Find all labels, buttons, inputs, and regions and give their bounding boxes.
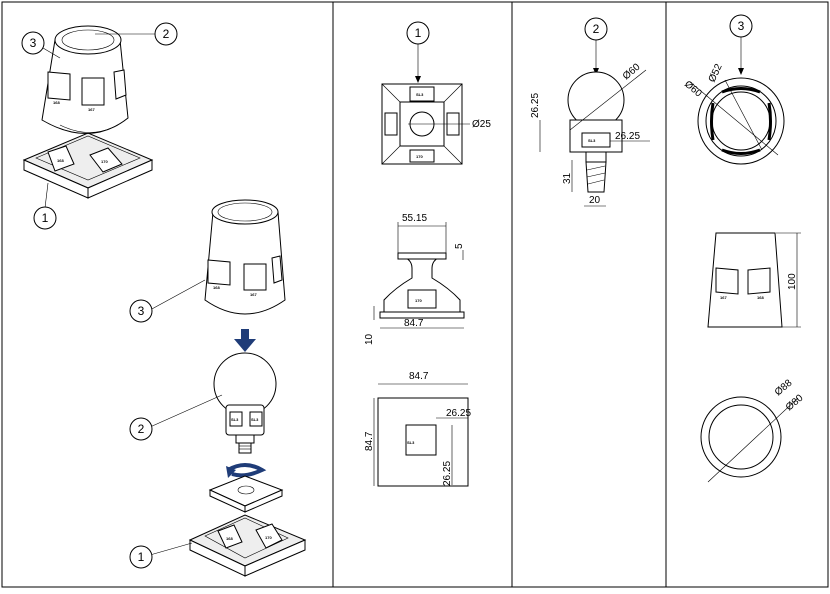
callout-1-top xyxy=(33,206,57,230)
base-side-label: 170 xyxy=(415,298,422,303)
shade-bottom-view xyxy=(700,396,782,478)
assembled-shade-label-1: 168 xyxy=(53,100,60,105)
dim-bulb-height: 26.25 xyxy=(530,93,541,118)
bulb-detail: SL3 xyxy=(567,71,625,193)
exploded-shade-label-2: 167 xyxy=(250,292,257,297)
base-top-view: SL3 170 xyxy=(381,83,470,165)
dim-plate-height: 84.7 xyxy=(364,431,375,451)
dim-shade-diameter-d: Ø80 xyxy=(784,392,806,413)
base-side-view: 170 xyxy=(379,252,465,319)
dim-bulb-base-width: 20 xyxy=(589,195,601,206)
callout-1-column-text: 1 xyxy=(415,26,422,40)
dim-plate-square-width: 26.25 xyxy=(446,408,471,419)
dim-base-neck-height: 5 xyxy=(454,243,465,249)
assembled-lamp: 168 170 168 167 xyxy=(22,25,154,199)
exploded-plate xyxy=(208,475,284,513)
dim-shade-diameter-b: Ø52 xyxy=(707,62,725,84)
dim-shade-diameter-c: Ø88 xyxy=(773,377,795,398)
exploded-base-label-2: 170 xyxy=(265,535,272,540)
bulb-panel-label-2: SL3 xyxy=(251,417,259,422)
dim-shade-height: 100 xyxy=(787,273,798,290)
shade-side-label-2: 168 xyxy=(757,295,764,300)
callout-2-exploded xyxy=(129,417,153,441)
exploded-shade-label-1: 168 xyxy=(213,285,220,290)
callout-3-top-text: 3 xyxy=(30,36,37,50)
assembled-base-panel-left-label: 168 xyxy=(57,158,64,163)
assembled-shade-label-2: 167 xyxy=(88,107,95,112)
assembly-arrow-down xyxy=(234,329,256,352)
exploded-base: 168 170 xyxy=(188,514,307,577)
shade-top-view xyxy=(697,77,785,165)
callout-3-top xyxy=(21,31,45,55)
plate-label: SL3 xyxy=(407,440,415,445)
assembled-base-panel-left xyxy=(47,145,75,172)
callout-3-column-text: 3 xyxy=(738,19,745,33)
callout-1-exploded xyxy=(129,545,153,569)
dim-plate-square-height: 26.25 xyxy=(442,461,453,486)
dim-base-bottom-width: 84.7 xyxy=(404,318,424,329)
dim-base-foot-height: 10 xyxy=(364,333,375,345)
dim-bulb-diameter: Ø60 xyxy=(621,61,643,82)
callout-2-top xyxy=(154,22,178,46)
callout-2-top-text: 2 xyxy=(163,27,170,41)
callout-1-top-text: 1 xyxy=(42,211,49,225)
bulb-detail-label: SL3 xyxy=(588,138,596,143)
dim-base-neck-width: 55.15 xyxy=(402,213,427,224)
shade-side-view: 167 168 xyxy=(707,232,783,328)
callout-1-exploded-text: 1 xyxy=(138,550,145,564)
shade-side-label-1: 167 xyxy=(720,295,727,300)
assembled-base-panel-right-label: 170 xyxy=(101,159,108,164)
dim-plate-width: 84.7 xyxy=(409,371,429,382)
base-top-label-2: 170 xyxy=(416,154,423,159)
dim-bulb-base-height: 31 xyxy=(562,172,573,184)
dim-bulb-width: 26.25 xyxy=(615,131,640,142)
plate-view: SL3 xyxy=(377,397,469,487)
dim-shade-diameter-a: Ø60 xyxy=(682,79,704,100)
callout-3-exploded xyxy=(129,299,153,323)
exploded-bulb: SL3 SL3 xyxy=(213,352,277,454)
exploded-base-label-1: 168 xyxy=(226,536,233,541)
assembled-base-panel-right xyxy=(89,147,123,173)
dim-base-top-diameter: Ø25 xyxy=(472,119,491,130)
callout-3-exploded-text: 3 xyxy=(138,304,145,318)
base-top-label-1: SL3 xyxy=(416,92,424,97)
callout-2-column-text: 2 xyxy=(593,22,600,36)
exploded-shade: 168 167 xyxy=(204,199,286,315)
rotation-arrow xyxy=(226,463,267,478)
bulb-panel-label-1: SL3 xyxy=(231,417,239,422)
callout-2-exploded-text: 2 xyxy=(138,422,145,436)
